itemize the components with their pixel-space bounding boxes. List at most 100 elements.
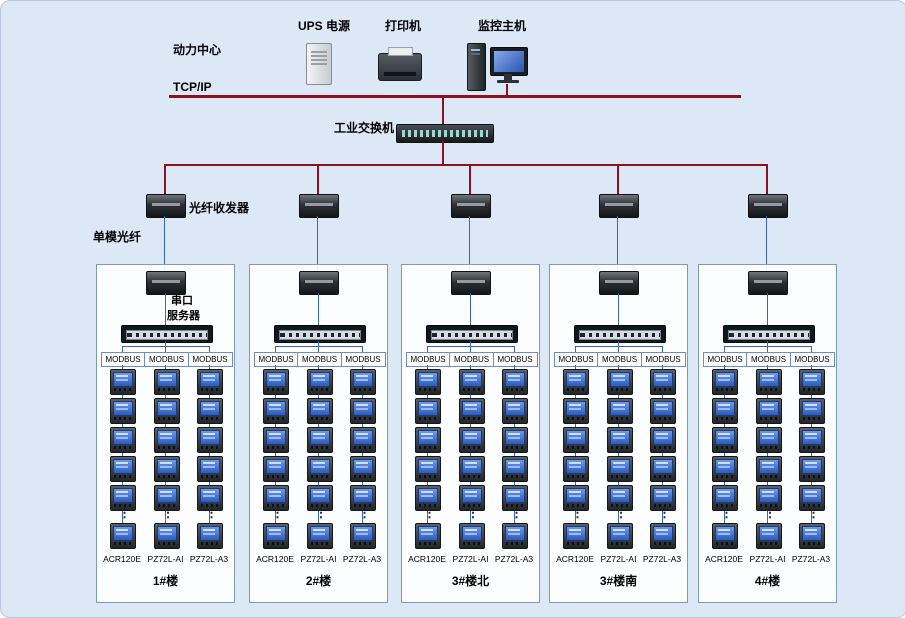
meter-screen (309, 488, 330, 503)
modbus-protocol-label: MODBUS (297, 352, 342, 367)
meter-icon (563, 369, 589, 395)
meter-screen (609, 430, 630, 445)
meter-screen (653, 488, 673, 503)
modbus-protocol-label: MODBUS (449, 352, 494, 367)
meter-buttons (267, 417, 285, 420)
meter-buttons (267, 504, 285, 507)
meter-buttons (419, 417, 437, 420)
meter-buttons (803, 475, 821, 478)
ellipsis: ⋮ (161, 505, 175, 520)
ellipsis: ⋮ (205, 505, 218, 520)
meter-screen (566, 430, 586, 445)
meter-icon (197, 398, 223, 424)
ellipsis: ⋮ (423, 505, 436, 520)
meter-screen (505, 459, 525, 474)
meter-screen (802, 488, 822, 503)
meter-screen (309, 430, 330, 445)
meter-buttons (419, 504, 437, 507)
meter-screen (609, 401, 630, 416)
meter-screen (715, 372, 735, 387)
serial-bus-line (618, 346, 619, 352)
meter-buttons (267, 388, 285, 391)
meter-buttons (462, 446, 481, 449)
serial-bus-line (810, 346, 812, 352)
modbus-protocol-label: MODBUS (492, 352, 538, 367)
meter-icon (799, 427, 825, 453)
meter-icon (606, 427, 633, 453)
serial-bus-line (426, 346, 428, 352)
device-model-label: PZ72L-AI (600, 554, 637, 564)
meter-icon (563, 523, 589, 549)
meter-icon (755, 485, 782, 511)
meter-screen (418, 401, 438, 416)
meter-screen (715, 430, 735, 445)
modbus-protocol-label: MODBUS (340, 352, 386, 367)
device-model-label: PZ72L-AI (452, 554, 489, 564)
host-monitor-icon (490, 47, 528, 76)
meter-buttons (654, 417, 672, 420)
modbus-protocol-label: MODBUS (553, 352, 599, 367)
meter-buttons (803, 417, 821, 420)
serial-bus-line (513, 346, 515, 352)
meter-screen (461, 488, 482, 503)
device-model-label: PZ72L-AI (147, 554, 184, 564)
meter-icon (263, 485, 289, 511)
meter-screen (418, 430, 438, 445)
meter-icon (110, 456, 136, 482)
serial-bus-line (661, 346, 663, 352)
meter-screen (418, 372, 438, 387)
meter-buttons (354, 542, 372, 545)
ellipsis: ⋮ (466, 505, 480, 520)
meter-buttons (354, 446, 372, 449)
meter-icon (197, 369, 223, 395)
meter-screen (609, 459, 630, 474)
meter-screen (266, 401, 286, 416)
meter-screen (758, 372, 779, 387)
meter-buttons (610, 446, 629, 449)
meter-icon (350, 523, 376, 549)
meter-buttons (716, 504, 734, 507)
ellipsis: ⋮ (720, 505, 733, 520)
meter-buttons (759, 542, 778, 545)
meter-icon (799, 485, 825, 511)
meter-buttons (567, 417, 585, 420)
meter-icon (110, 523, 136, 549)
meter-icon (306, 427, 333, 453)
host-link-line (506, 84, 508, 95)
meter-screen (802, 372, 822, 387)
meter-screen (653, 459, 673, 474)
device-model-label: ACR120E (103, 554, 141, 564)
meter-icon (563, 398, 589, 424)
meter-buttons (654, 446, 672, 449)
ellipsis: ⋮ (763, 505, 777, 520)
meter-buttons (114, 417, 132, 420)
fiber-line (164, 293, 166, 325)
meter-icon (350, 369, 376, 395)
meter-buttons (759, 446, 778, 449)
meter-buttons (157, 388, 176, 391)
meter-buttons (803, 542, 821, 545)
meter-buttons (610, 542, 629, 545)
modbus-protocol-label: MODBUS (789, 352, 835, 367)
meter-screen (653, 401, 673, 416)
meter-icon (755, 523, 782, 549)
meter-icon (650, 485, 676, 511)
meter-screen (353, 401, 373, 416)
meter-icon (350, 398, 376, 424)
meter-screen (353, 526, 373, 541)
serial-bus-line (470, 346, 471, 352)
meter-screen (505, 401, 525, 416)
meter-buttons (419, 388, 437, 391)
meter-buttons (201, 542, 219, 545)
meter-buttons (610, 388, 629, 391)
meter-buttons (354, 504, 372, 507)
monitor-screen (494, 51, 524, 72)
fiber-line (317, 293, 319, 325)
meter-buttons (157, 446, 176, 449)
meter-screen (266, 430, 286, 445)
serial-bus-line (318, 346, 319, 352)
tcpip-label: TCP/IP (173, 80, 212, 94)
tcpip-bus-line (169, 95, 741, 98)
meter-icon (153, 523, 180, 549)
